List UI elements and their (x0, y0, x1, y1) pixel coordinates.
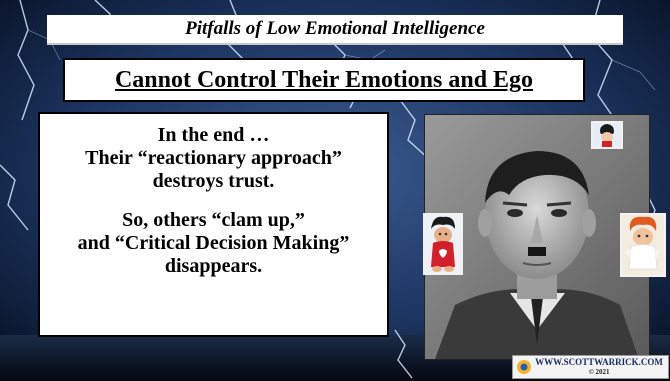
text-line-3: destroys trust. (152, 170, 275, 192)
text-line-6: disappears. (164, 255, 263, 277)
text-line-4: So, others “clam up,” (122, 209, 305, 231)
text-line-1: In the end … (157, 124, 270, 146)
troll-doll-small (591, 121, 623, 149)
main-text-box: In the end … Their “reactionary approach… (38, 112, 389, 337)
banner-title: Pitfalls of Low Emotional Intelligence (47, 15, 623, 45)
troll-doll-red (423, 213, 463, 275)
troll-doll-white (620, 213, 666, 277)
copyright-text: © 2021 (588, 368, 610, 376)
subtitle: Cannot Control Their Emotions and Ego (63, 58, 585, 102)
text-line-2: Their “reactionary approach” (85, 147, 342, 169)
text-line-5: and “Critical Decision Making” (77, 232, 350, 254)
website-footer: WWW.SCOTTWARRICK.COM © 2021 (512, 355, 669, 379)
logo-icon (517, 360, 531, 374)
website-url: WWW.SCOTTWARRICK.COM (535, 357, 663, 367)
